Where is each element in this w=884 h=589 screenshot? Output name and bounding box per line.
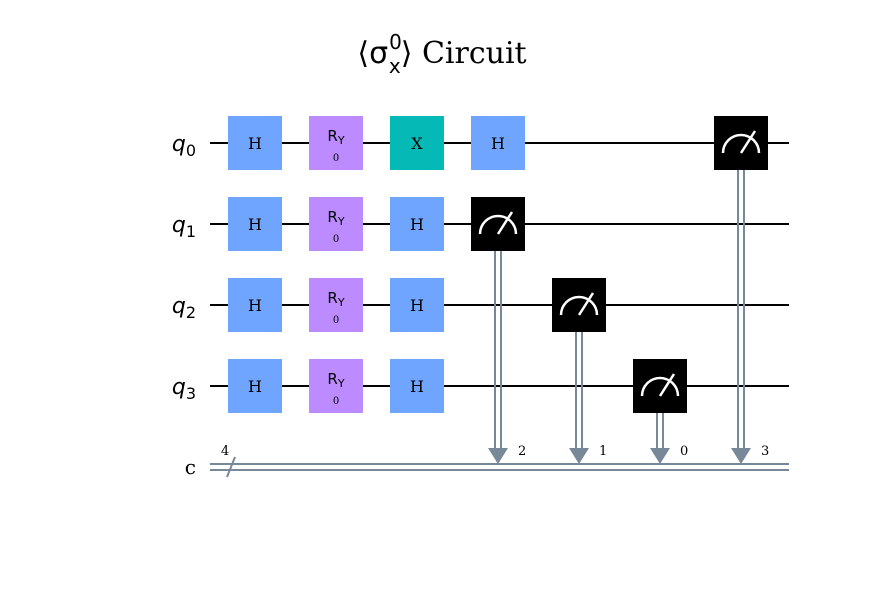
gate-ry-box bbox=[309, 116, 363, 170]
classical-width-label: 4 bbox=[221, 444, 229, 459]
title-subscript: x bbox=[388, 54, 401, 78]
gate-h-box bbox=[228, 197, 282, 251]
gate-ry-param: 0 bbox=[333, 234, 339, 245]
classical-label: c bbox=[185, 455, 196, 479]
meter-arc-icon bbox=[640, 376, 680, 397]
qubit-label-3: q3 bbox=[172, 375, 196, 403]
gate-h-box bbox=[471, 116, 525, 170]
title-text: Circuit bbox=[412, 36, 527, 71]
meter-needle-icon bbox=[658, 373, 676, 397]
gate-h-box bbox=[228, 278, 282, 332]
gate-ry-box bbox=[309, 359, 363, 413]
gate-ry-label: RY bbox=[327, 208, 344, 228]
gate-h-label: H bbox=[491, 134, 505, 153]
gate-ry-param: 0 bbox=[333, 315, 339, 326]
meter-arc-icon bbox=[721, 133, 761, 154]
gate-x-label: X bbox=[411, 134, 423, 153]
title-superscript: 0 bbox=[389, 30, 402, 54]
meter-needle-icon bbox=[496, 211, 514, 235]
measure-box bbox=[552, 278, 606, 332]
measure-arrow-icon bbox=[731, 448, 751, 464]
gate-ry-box bbox=[309, 197, 363, 251]
meter-arc-icon bbox=[478, 214, 518, 235]
gate-ry-label: RY bbox=[327, 127, 344, 147]
meter-needle-icon bbox=[739, 130, 757, 154]
measure-box bbox=[471, 197, 525, 251]
gate-h-label: H bbox=[410, 215, 424, 234]
qubit-label-2: q2 bbox=[172, 294, 196, 322]
measure-box bbox=[633, 359, 687, 413]
gate-h-label: H bbox=[248, 296, 262, 315]
gate-ry-box bbox=[309, 278, 363, 332]
gate-h-box bbox=[228, 116, 282, 170]
gate-h-label: H bbox=[248, 215, 262, 234]
gate-h-box bbox=[390, 278, 444, 332]
gate-ry-param: 0 bbox=[333, 396, 339, 407]
qubit-label-1: q1 bbox=[172, 213, 196, 241]
measure-clbit-label: 2 bbox=[518, 444, 526, 459]
gate-ry-label: RY bbox=[327, 289, 344, 309]
title-open-bracket: ⟨ bbox=[357, 36, 370, 71]
meter-arc-icon bbox=[559, 295, 599, 316]
measure-arrow-icon bbox=[650, 448, 670, 464]
gate-h-box bbox=[390, 197, 444, 251]
measure-arrow-icon bbox=[569, 448, 589, 464]
qubit-label-0: q0 bbox=[172, 132, 196, 160]
gate-h-label: H bbox=[248, 377, 262, 396]
measure-arrow-icon bbox=[488, 448, 508, 464]
title-close-bracket: ⟩ bbox=[400, 36, 413, 71]
meter-needle-icon bbox=[577, 292, 595, 316]
gate-ry-param: 0 bbox=[333, 153, 339, 164]
gate-h-label: H bbox=[410, 296, 424, 315]
measure-clbit-label: 3 bbox=[761, 444, 769, 459]
gate-ry-label: RY bbox=[327, 370, 344, 390]
measure-box bbox=[714, 116, 768, 170]
gate-h-label: H bbox=[410, 377, 424, 396]
gate-x-box bbox=[390, 116, 444, 170]
circuit-title: ⟨σ0x⟩ Circuit bbox=[0, 30, 884, 78]
measure-clbit-label: 0 bbox=[680, 444, 688, 459]
classical-bundle-slash bbox=[226, 456, 236, 478]
title-sigma: σ bbox=[369, 36, 389, 71]
gate-h-label: H bbox=[248, 134, 262, 153]
measure-clbit-label: 1 bbox=[599, 444, 607, 459]
gate-h-box bbox=[390, 359, 444, 413]
gate-h-box bbox=[228, 359, 282, 413]
